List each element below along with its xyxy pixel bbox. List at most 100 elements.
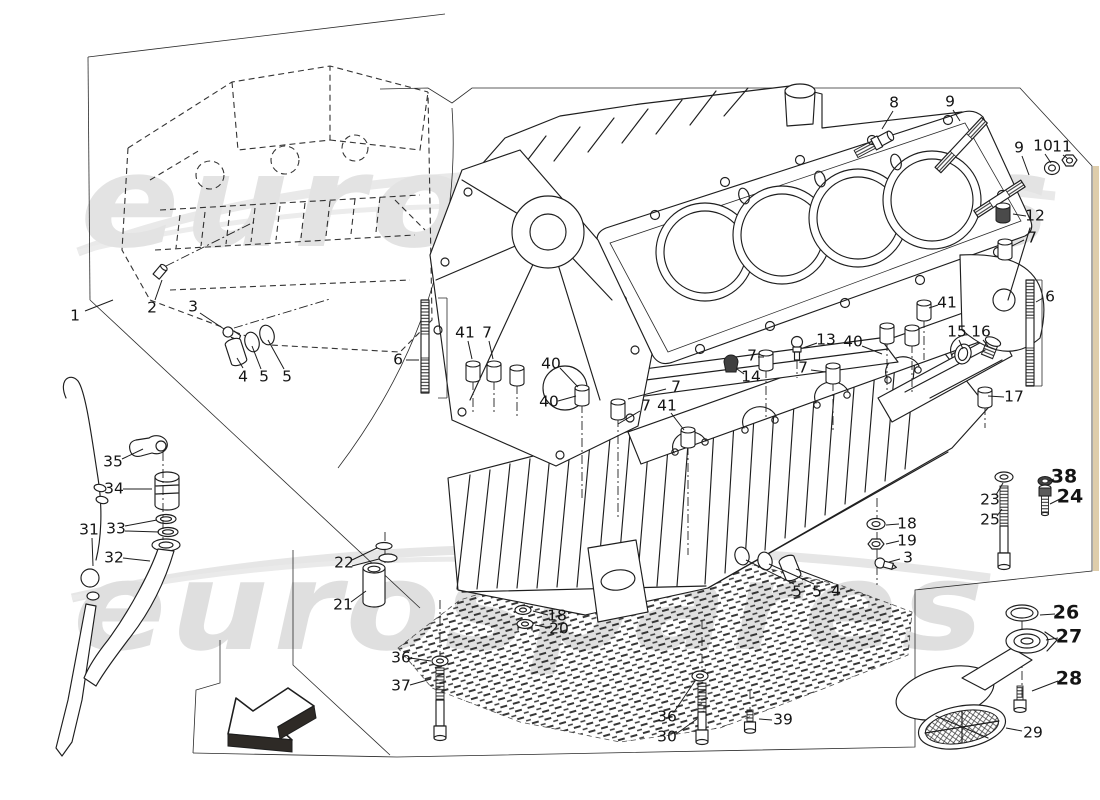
callout-40: 40 <box>843 333 863 351</box>
callout-3: 3 <box>188 298 198 316</box>
engine-block <box>384 83 1045 710</box>
callout-29: 29 <box>1023 724 1043 742</box>
callout-leader-3 <box>199 312 225 330</box>
callout-3: 3 <box>903 549 913 567</box>
panel-borders <box>87 13 1099 758</box>
dowel-7 <box>610 398 626 421</box>
callout-41: 41 <box>657 397 677 415</box>
callout-leader-5 <box>251 345 262 370</box>
callout-6: 6 <box>1045 288 1055 306</box>
part-22-ring <box>378 553 398 563</box>
callout-leader-6 <box>1035 297 1044 303</box>
dipstick-blade <box>55 603 97 757</box>
part-29-strainer <box>917 704 1007 750</box>
callout-leader-41 <box>670 412 685 431</box>
callout-41: 41 <box>455 324 475 342</box>
washer-36-a <box>431 655 449 667</box>
washer-18-b <box>514 604 532 616</box>
callout-8: 8 <box>889 94 899 112</box>
callout-16: 16 <box>971 323 991 341</box>
dowel-7 <box>997 238 1013 261</box>
bolt-39 <box>743 709 757 734</box>
callout-leader-10 <box>1044 153 1052 164</box>
callout-leader-4 <box>795 568 834 584</box>
callout-17: 17 <box>1004 388 1024 406</box>
callout-12: 12 <box>1025 207 1045 225</box>
callout-leader-13 <box>802 342 818 349</box>
callout-40: 40 <box>539 393 559 411</box>
bolt-28 <box>1013 685 1027 713</box>
callout-4: 4 <box>831 582 841 600</box>
callout-14: 14 <box>741 368 761 386</box>
callout-leader-38 <box>1047 478 1055 482</box>
dowel-7 <box>509 364 525 387</box>
callout-39: 39 <box>773 711 793 729</box>
callout-leader-24 <box>1049 498 1061 505</box>
callout-leader-22 <box>351 558 380 567</box>
callout-leader-18 <box>532 610 549 616</box>
callout-leader-40 <box>557 395 577 402</box>
callout-1: 1 <box>70 307 80 325</box>
part-21-cup <box>362 562 386 608</box>
callout-leader-9 <box>952 109 961 122</box>
callout-7: 7 <box>798 359 808 377</box>
part-34-grommet <box>154 471 180 511</box>
callout-9: 9 <box>1014 139 1024 157</box>
callout-13: 13 <box>816 331 836 349</box>
callout-leader-28 <box>1031 680 1059 692</box>
dowel-40 <box>574 384 590 407</box>
callout-26: 26 <box>1053 602 1079 624</box>
part-15-seal <box>954 343 972 365</box>
dowel-41 <box>916 299 932 322</box>
part-22-ring <box>375 541 393 551</box>
part-13-sender <box>790 335 804 378</box>
callout-33: 33 <box>106 520 126 538</box>
callout-leader-25 <box>996 508 1003 517</box>
stud-9-upper <box>934 116 988 174</box>
callout-2: 2 <box>147 299 157 317</box>
callout-leader-15 <box>958 339 964 350</box>
bolt-25 <box>997 485 1011 571</box>
part-35-clamp <box>129 435 168 457</box>
callout-10: 10 <box>1033 137 1053 155</box>
part-27-flange <box>1005 628 1058 654</box>
part-14-plug <box>723 354 739 373</box>
callout-leader-41 <box>467 340 473 360</box>
callout-38: 38 <box>1051 466 1077 488</box>
callout-leader-14 <box>736 368 745 375</box>
callout-7: 7 <box>1027 229 1037 247</box>
nut-19 <box>867 538 885 550</box>
callout-7: 7 <box>482 324 492 342</box>
part-8-fitting <box>853 130 895 159</box>
callout-15: 15 <box>947 323 967 341</box>
water-neck <box>784 83 816 127</box>
callout-leader-2 <box>154 279 163 301</box>
callout-36: 36 <box>391 649 411 667</box>
callout-leader-35 <box>121 448 144 460</box>
callout-leader-26 <box>1039 613 1056 616</box>
washer-20 <box>516 618 534 631</box>
part-5-ring <box>757 551 773 571</box>
part-3-sensor-b <box>874 557 897 570</box>
callout-leader-33 <box>124 519 158 527</box>
callout-leader-4 <box>236 357 244 369</box>
bolt-24 <box>1038 484 1052 517</box>
callout-leader-27 <box>1045 637 1059 641</box>
dowel-41 <box>680 426 696 449</box>
washer-36-b <box>691 670 709 682</box>
callout-leader-5 <box>745 559 795 585</box>
part-5-ring <box>734 546 750 566</box>
callout-leader-9 <box>1021 155 1030 176</box>
callout-leader-3 <box>888 558 901 563</box>
stud-6-right <box>1025 279 1043 387</box>
callout-40: 40 <box>541 355 561 373</box>
callout-41: 41 <box>937 294 957 312</box>
callout-11: 11 <box>1052 138 1072 156</box>
callout-leader-36 <box>409 657 432 662</box>
callout-31: 31 <box>79 521 99 539</box>
callout-21: 21 <box>333 596 353 614</box>
callout-leader-39 <box>758 718 773 721</box>
